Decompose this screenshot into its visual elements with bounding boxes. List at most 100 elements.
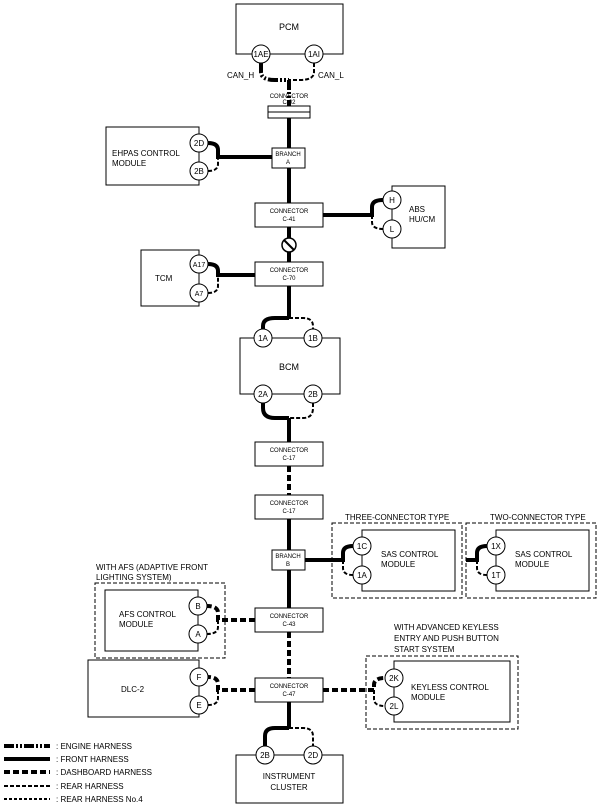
tcm-wire-h bbox=[207, 262, 255, 277]
pcm-wire-l bbox=[289, 63, 315, 81]
keyless-pin-l bbox=[384, 696, 404, 716]
c70-label2: C-70 bbox=[282, 276, 296, 282]
bcm-pin-bot-h-label: 2A bbox=[258, 390, 268, 399]
can-h-label: CAN_H bbox=[227, 71, 254, 80]
ehpas-box bbox=[105, 126, 200, 186]
dlc-pin-l-label: E bbox=[196, 701, 201, 710]
c17b-label2: C-17 bbox=[282, 509, 296, 515]
abs-box bbox=[391, 185, 446, 249]
c02-label1: CONNECTOR bbox=[270, 94, 309, 100]
keyless-label2: MODULE bbox=[411, 693, 445, 702]
keyless-wire bbox=[323, 676, 386, 692]
keyless-note-line2: ENTRY AND PUSH BUTTON bbox=[394, 634, 499, 643]
sas3-wire bbox=[305, 544, 354, 562]
abs-label2: HU/CM bbox=[409, 215, 436, 224]
c47-label2: C-47 bbox=[282, 692, 296, 698]
bcm-pin-top-l bbox=[303, 328, 323, 348]
sas2-label2: MODULE bbox=[515, 560, 549, 569]
cluster-pin-h bbox=[255, 745, 275, 765]
pcm-pin-l-label: 1AI bbox=[308, 50, 320, 59]
keyless-note-line1: WITH ADVANCED KEYLESS bbox=[394, 623, 499, 632]
bcm-label: BCM bbox=[279, 362, 299, 372]
dlc-box bbox=[87, 659, 200, 718]
dlc-pin-h-label: F bbox=[197, 673, 202, 682]
afs-pin-l-label: A bbox=[195, 630, 201, 639]
twisted-pair-slash bbox=[283, 239, 295, 251]
dlc-wire-l bbox=[207, 690, 219, 706]
bcm-wire-bot-l bbox=[289, 403, 314, 419]
cluster-label1: INSTRUMENT bbox=[263, 772, 316, 781]
afs-note-line1: WITH AFS (ADAPTIVE FRONT bbox=[96, 563, 208, 572]
ehpas-label1: EHPAS CONTROL bbox=[112, 149, 180, 158]
c17a-label2: C-17 bbox=[282, 456, 296, 462]
keyless-pin-h-label: 2K bbox=[389, 674, 399, 683]
abs-wire-l bbox=[371, 215, 384, 230]
c47-box bbox=[254, 677, 324, 703]
afs-note-line2: LIGHTING SYSTEM) bbox=[96, 573, 172, 582]
tcm-box bbox=[140, 249, 200, 307]
sas3-pin-h-label: 1C bbox=[357, 542, 367, 551]
afs-wire-l bbox=[206, 620, 219, 635]
abs-wire bbox=[323, 198, 384, 217]
bcm-pin-bot-l-label: 2B bbox=[308, 390, 318, 399]
branchB-label2: B bbox=[286, 562, 290, 568]
ehpas-label2: MODULE bbox=[112, 159, 146, 168]
three-connector-label: THREE-CONNECTOR TYPE bbox=[345, 513, 449, 522]
tcm-wire-l bbox=[207, 275, 219, 294]
cluster-wire-h bbox=[263, 726, 289, 746]
sas3-label2: MODULE bbox=[381, 560, 415, 569]
bcm-pin-top-h bbox=[253, 328, 273, 348]
c02-label2: C-02 bbox=[282, 100, 296, 106]
can-l-label: CAN_L bbox=[318, 71, 344, 80]
ehpas-pin-h-label: 2D bbox=[194, 139, 204, 148]
c41-box bbox=[254, 202, 324, 228]
keyless-wire-l bbox=[373, 690, 386, 707]
bcm-wire-top-h bbox=[261, 316, 289, 330]
legend-front-label: : FRONT HARNESS bbox=[56, 755, 129, 764]
c41-label2: C-41 bbox=[282, 217, 296, 223]
legend: : ENGINE HARNESS : FRONT HARNESS : DASHB… bbox=[4, 742, 152, 804]
sas3-box bbox=[361, 529, 456, 592]
afs-box bbox=[104, 589, 199, 652]
branchA-label1: BRANCH bbox=[275, 152, 300, 158]
legend-engine-label: : ENGINE HARNESS bbox=[56, 742, 132, 751]
legend-dashboard-label: : DASHBOARD HARNESS bbox=[56, 768, 152, 777]
sas3-pin-l-label: 1A bbox=[357, 571, 367, 580]
c43-label1: CONNECTOR bbox=[270, 614, 309, 620]
afs-pin-h-label: B bbox=[195, 602, 200, 611]
afs-label1: AFS CONTROL bbox=[119, 610, 176, 619]
sas2-box bbox=[495, 529, 590, 592]
c43-label2: C-43 bbox=[282, 622, 296, 628]
ehpas-wire-l bbox=[207, 157, 219, 172]
bcm-wire-bot-h bbox=[261, 403, 289, 420]
c41-label1: CONNECTOR bbox=[270, 209, 309, 215]
keyless-dashed-frame bbox=[365, 655, 519, 730]
cluster-wire-l bbox=[289, 727, 314, 746]
sas2-pin-h-label: 1X bbox=[491, 542, 501, 551]
cluster-box bbox=[235, 754, 344, 804]
ehpas-pin-l-label: 2B bbox=[194, 167, 204, 176]
pcm-box bbox=[235, 3, 344, 55]
c17a-box bbox=[254, 441, 324, 467]
afs-label2: MODULE bbox=[119, 620, 153, 629]
bcm-wire-top-l bbox=[289, 317, 314, 330]
sas2-wire-l bbox=[476, 560, 488, 576]
dlc-label: DLC-2 bbox=[121, 685, 145, 694]
dlc-wire bbox=[207, 675, 255, 692]
tcm-pin-h-label: A17 bbox=[193, 262, 206, 269]
bcm-box bbox=[239, 337, 341, 395]
c43-box bbox=[254, 607, 324, 633]
bcm-pin-top-h-label: 1A bbox=[258, 334, 268, 343]
afs-dashed-frame bbox=[94, 582, 226, 659]
sas3-label1: SAS CONTROL bbox=[381, 550, 439, 559]
cluster-label2: CLUSTER bbox=[270, 783, 308, 792]
c17a-label1: CONNECTOR bbox=[270, 448, 309, 454]
keyless-pin-h bbox=[384, 668, 404, 688]
tcm-pin-l-label: A7 bbox=[195, 291, 204, 298]
keyless-note-line3: START SYSTEM bbox=[394, 645, 455, 654]
abs-label1: ABS bbox=[409, 205, 425, 214]
cluster-pin-l-label: 2D bbox=[308, 751, 318, 760]
c17b-box bbox=[254, 494, 324, 520]
keyless-label1: KEYLESS CONTROL bbox=[411, 683, 489, 692]
